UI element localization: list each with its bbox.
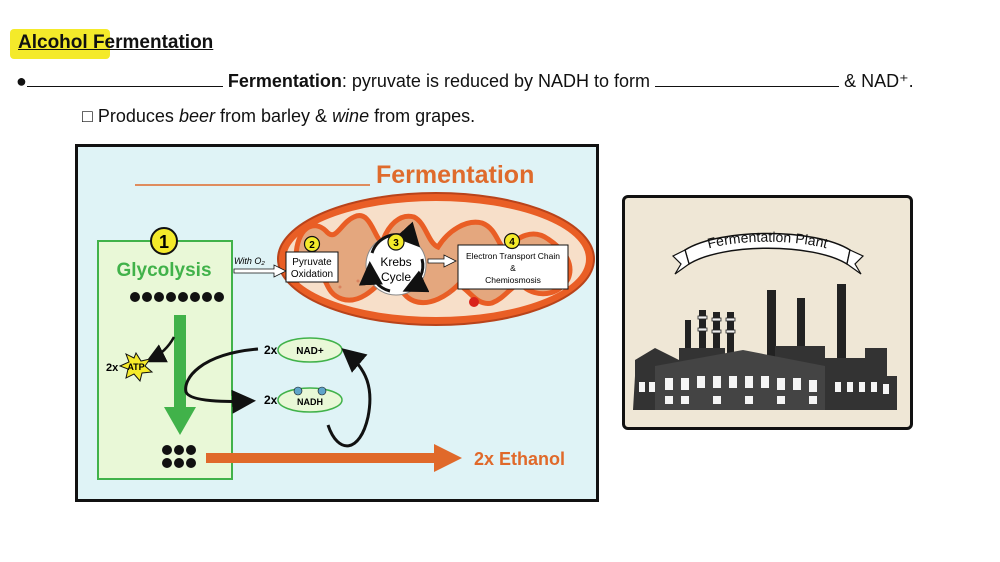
term-fermentation: Fermentation [227, 71, 342, 91]
step-2-badge [303, 235, 321, 253]
fermentation-plant-illustration: Fermentation Plant [622, 195, 913, 430]
cycle-label: Cycle [381, 270, 411, 284]
ethanol-arrow [206, 444, 462, 472]
step-1-number: 1 [159, 232, 169, 252]
blank-fill-1 [26, 70, 223, 87]
sub-mid: from barley & [220, 106, 328, 126]
sub-wine: wine [332, 106, 370, 126]
stack-bands [697, 315, 736, 334]
nadh-shape [277, 387, 343, 413]
with-o2-arrow [233, 264, 287, 278]
krebs-arrow-2 [402, 258, 430, 293]
nad-loop-arrow [184, 347, 259, 414]
smokestacks [685, 284, 846, 380]
green-down-arrow [164, 315, 196, 435]
step-4-badge [503, 232, 521, 250]
etc-label: Electron Transport Chain [466, 251, 560, 261]
sub-bullet: □ [82, 106, 93, 126]
sub-beer: beer [178, 106, 215, 126]
etc-amp: & [510, 263, 516, 273]
definition-suffix: & NAD⁺. [844, 71, 914, 91]
ethanol-label: 2x Ethanol [474, 449, 565, 469]
atp-starburst [118, 351, 154, 383]
diagram-svg: Fermentation 1 Glycolysis ATP 2x 2x NAD+… [97, 161, 595, 480]
atp-count: 2x [106, 362, 119, 374]
pyruvate-label: Pyruvate [292, 257, 332, 268]
atp-label: ATP [127, 362, 144, 372]
pyruvate-oxidation-box [285, 251, 339, 283]
page-title: Alcohol Fermentation [18, 32, 214, 53]
nadh-electron-2 [317, 386, 327, 396]
krebs-label: Krebs [380, 255, 411, 269]
banner-tail-right [846, 249, 865, 275]
atp-arrow [145, 336, 176, 363]
definition-text: : pyruvate is reduced by NADH to form [341, 71, 651, 91]
oxidation-label: Oxidation [291, 269, 333, 280]
main-hall [655, 350, 825, 410]
step-1-badge [150, 227, 178, 255]
nadplus-label: NAD+ [296, 346, 324, 357]
banner-tail-left [671, 249, 690, 275]
sub-pre: Produces [97, 106, 174, 126]
pyruvate-dots [162, 445, 196, 468]
to-etc-arrow [427, 254, 457, 268]
definition-line: ● Fermentation: pyruvate is reduced by N… [16, 70, 914, 92]
nadh-return-arrow [326, 348, 372, 448]
sub-point: □ Produces beer from barley & wine from … [82, 106, 475, 127]
diagram-title: Fermentation [376, 161, 534, 189]
nadh-label: NADH [297, 397, 323, 407]
banner-text: Fermentation Plant [706, 229, 830, 252]
bullet: ● [16, 71, 27, 91]
factory-windows [639, 376, 889, 404]
krebs-arrow-3 [358, 261, 391, 293]
nadh-count: 2x [264, 393, 278, 407]
title-highlight [10, 29, 110, 59]
sub-post: from grapes. [374, 106, 476, 126]
step-3-number: 3 [393, 238, 399, 249]
step-2-number: 2 [309, 240, 315, 251]
matrix-dot-1 [469, 297, 479, 307]
nadh-electron-1 [293, 386, 303, 396]
banner-textpath: Fermentation Plant [706, 229, 830, 252]
etc-box [457, 244, 569, 290]
fermentation-diagram: Fermentation 1 Glycolysis ATP 2x 2x NAD+… [75, 144, 599, 502]
with-o2-label: With O₂ [234, 256, 265, 266]
glucose-dots [130, 292, 224, 302]
glycolysis-label: Glycolysis [116, 260, 211, 281]
step-4-number: 4 [509, 237, 515, 248]
plant-svg: Fermentation Plant [633, 229, 897, 410]
chemiosmosis-label: Chemiosmosis [485, 275, 541, 285]
blank-fill-2 [655, 70, 840, 87]
step-3-badge [387, 233, 405, 251]
nadplus-count: 2x [264, 343, 278, 357]
